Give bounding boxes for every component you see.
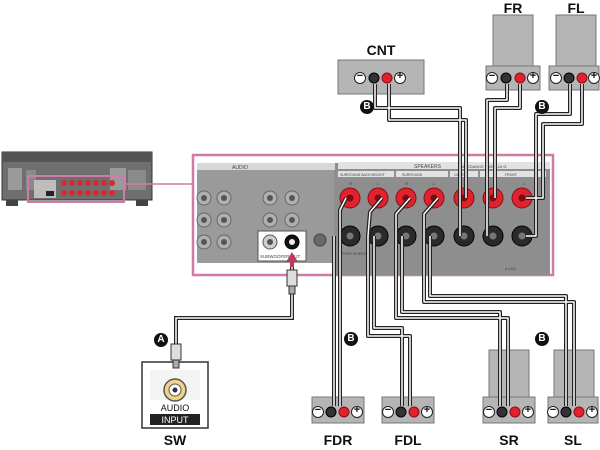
surround-label: SURROUND <box>402 173 423 177</box>
label-fdl: FDL <box>394 432 422 448</box>
subwoofer-cable <box>170 252 298 369</box>
label-sw: SW <box>163 432 187 448</box>
front-b-height-label: FRONT B/HEIGHT <box>340 252 370 256</box>
label-fl: FL <box>567 0 585 16</box>
callout-b-front-high: B <box>344 332 358 346</box>
speaker-cnt <box>337 59 425 95</box>
label-cnt: CNT <box>366 42 396 58</box>
sub-input-label: INPUT <box>162 415 190 425</box>
callout-a: A <box>154 333 168 347</box>
callout-b-front: B <box>535 100 549 114</box>
speaker-fr <box>485 14 541 91</box>
fr-minus-sign: − <box>488 70 496 82</box>
surround-r-mark: R <box>405 181 408 186</box>
subwoofer-out-label: SUBWOOFER OUT <box>260 254 301 259</box>
sr-minus-sign: − <box>485 404 493 416</box>
cnt-plus-sign: + <box>396 70 404 82</box>
label-fr: FR <box>503 0 523 16</box>
label-sr: SR <box>499 432 519 448</box>
surround-l-mark: L <box>433 181 436 186</box>
fdr-minus-sign: − <box>314 404 322 416</box>
impedance-label: IMPEDANCE USE 6-16 Ω <box>460 164 506 169</box>
arrow-up-icon <box>286 252 298 262</box>
fl-minus-sign: − <box>552 70 560 82</box>
sub-audio-label: AUDIO <box>161 403 190 413</box>
receiver-thumbnail <box>1 151 196 206</box>
speaker-sr <box>482 349 536 424</box>
fdl-minus-sign: − <box>384 404 392 416</box>
fl-plus-sign: + <box>590 70 598 82</box>
subwoofer: AUDIO INPUT <box>141 361 209 429</box>
cnt-minus-sign: − <box>356 70 364 82</box>
surround-back-height-label: SURROUND BACK/HEIGHT <box>340 173 386 177</box>
sl-plus-sign: + <box>588 404 596 416</box>
speakers-section-label: SPEAKERS <box>414 164 442 170</box>
front-l-mark: L <box>523 181 526 186</box>
fdl-plus-sign: + <box>423 404 431 416</box>
front-label: FRONT <box>505 173 518 177</box>
speaker-cables <box>332 84 584 406</box>
label-sl: SL <box>564 432 582 448</box>
surround-back-r-mark: R <box>349 181 352 186</box>
ohm-label: 6-16Ω <box>505 266 516 271</box>
sl-minus-sign: − <box>549 404 557 416</box>
sr-plus-sign: + <box>524 404 532 416</box>
fdr-plus-sign: + <box>353 404 361 416</box>
thumbnail-highlight-box <box>27 175 125 203</box>
audio-section-label: AUDIO <box>232 165 248 171</box>
fr-plus-sign: + <box>529 70 537 82</box>
subwoofer-out-jacks: SUBWOOFER OUT <box>257 230 307 262</box>
callout-b-surround: B <box>535 332 549 346</box>
audio-jacks <box>196 190 327 250</box>
speaker-fl <box>548 14 600 91</box>
label-fdr: FDR <box>323 432 353 448</box>
callout-b-center: B <box>360 100 374 114</box>
thumbnail-terminals <box>34 180 115 198</box>
surround-back-l-mark: L <box>377 181 380 186</box>
